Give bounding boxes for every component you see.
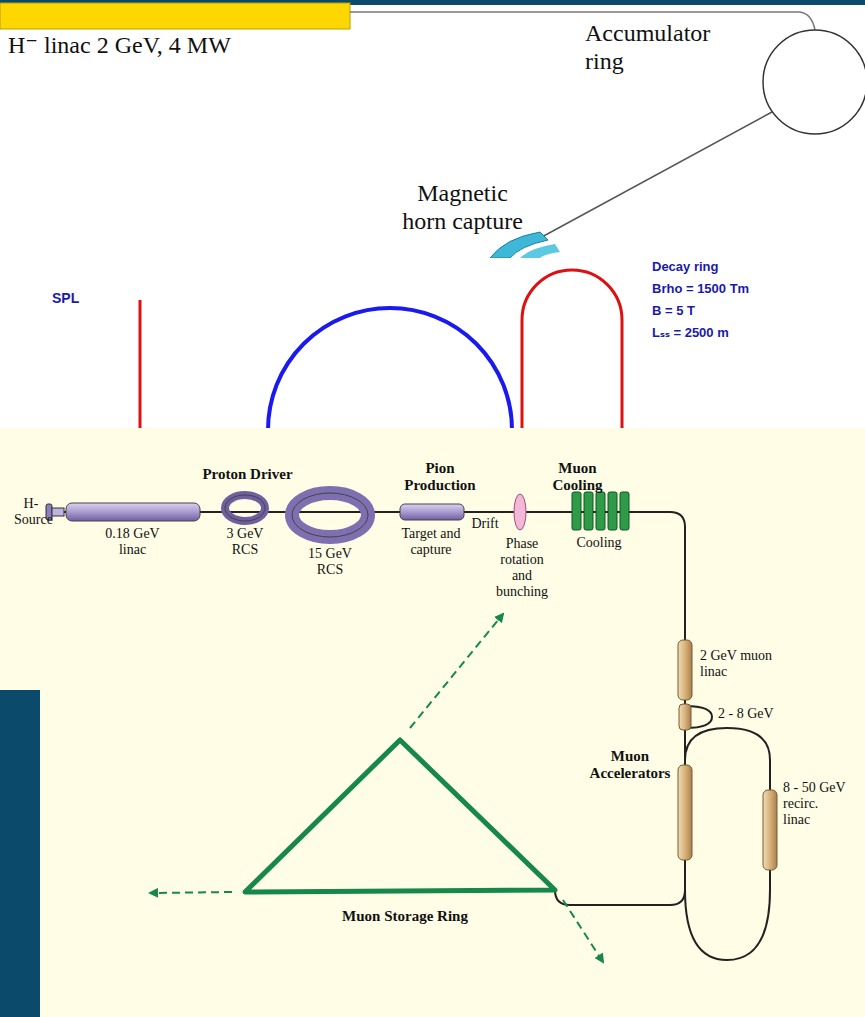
panel-middle: [0, 258, 865, 690]
panel-bottom: [0, 428, 865, 1017]
panel-top: [0, 3, 865, 258]
section-heading: Muon Cooling: [540, 460, 615, 495]
component-label: Cooling: [566, 535, 632, 551]
component-label: Target and capture: [398, 526, 464, 558]
section-heading: Pion Production: [395, 460, 485, 495]
component-label: 2 GeV muon linac: [700, 648, 780, 680]
component-label: H- Source: [14, 496, 48, 528]
section-heading: Proton Driver: [180, 466, 315, 483]
component-label: 15 GeV RCS: [300, 546, 360, 578]
ring-name: Decay ring: [652, 260, 812, 275]
horn-label: Magnetic horn capture: [395, 180, 530, 235]
ring-label: Accumulator ring: [585, 20, 735, 75]
section-heading: Muon Accelerators: [585, 748, 675, 783]
ring-parameter: Brho = 1500 Tm: [652, 282, 832, 297]
component-label: 8 - 50 GeV recirc. linac: [783, 780, 849, 828]
component-label: 0.18 GeV linac: [95, 526, 170, 558]
component-label: Phase rotation and bunching: [492, 536, 552, 600]
component-label: Drift: [465, 516, 505, 532]
component-label: 3 GeV RCS: [220, 526, 270, 558]
section-heading: Muon Storage Ring: [320, 908, 490, 925]
component-label: 2 - 8 GeV: [718, 706, 808, 722]
ring-parameter: Lₛₛ = 2500 m: [652, 326, 832, 341]
ring-parameter: B = 5 T: [652, 304, 832, 319]
linac-label: H⁻ linac 2 GeV, 4 MW: [8, 32, 353, 60]
linac-name: SPL: [52, 290, 112, 306]
